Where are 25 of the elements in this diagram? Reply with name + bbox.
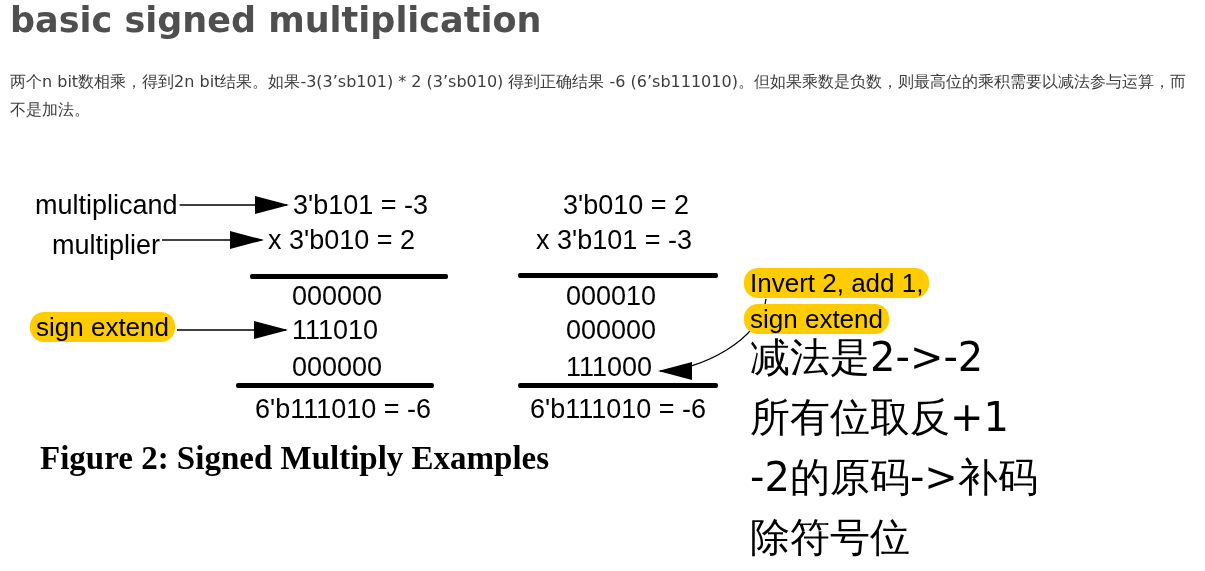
term-text: 000000 <box>566 314 657 347</box>
term-text: 3'b101 = -3 <box>293 188 428 222</box>
term-text: 111000 <box>566 350 653 384</box>
term-text: 111010 <box>292 313 379 347</box>
arrow <box>161 231 264 249</box>
arrow <box>176 321 288 339</box>
figure-caption: Figure 2: Signed Multiply Examples <box>40 440 550 477</box>
term-text: 000010 <box>566 280 657 313</box>
note-text: 除符号位 <box>750 513 910 561</box>
term-text: 000000 <box>292 280 383 313</box>
page-title: basic signed multiplication <box>10 0 542 40</box>
term-text: 000000 <box>292 351 383 384</box>
note-text: -2的原码->补码 <box>750 453 1038 501</box>
term-text: x 3'b010 = 2 <box>268 223 416 257</box>
term-text: multiplicand <box>35 188 178 222</box>
term-text: 6'b111010 = -6 <box>255 393 432 426</box>
term-text: x 3'b101 = -3 <box>536 224 692 257</box>
term-text: 6'b111010 = -6 <box>530 393 707 426</box>
note-text: 减法是2->-2 <box>750 333 984 381</box>
term-text: multiplier <box>52 228 161 262</box>
note-text: 所有位取反+1 <box>750 393 1009 441</box>
highlighted-note: sign extend <box>30 309 175 345</box>
arrow <box>178 196 289 214</box>
term-text: 3'b010 = 2 <box>563 189 690 222</box>
paragraph: 两个n bit数相乘，得到2n bit结果。如果-3(3’sb101) * 2 (3’sb010) 得到正确结果 -6 (6’sb111010)。但如果乘数是负数，则最高位的乘积需要以减法参与运算，而不是加法。 <box>10 71 1187 121</box>
